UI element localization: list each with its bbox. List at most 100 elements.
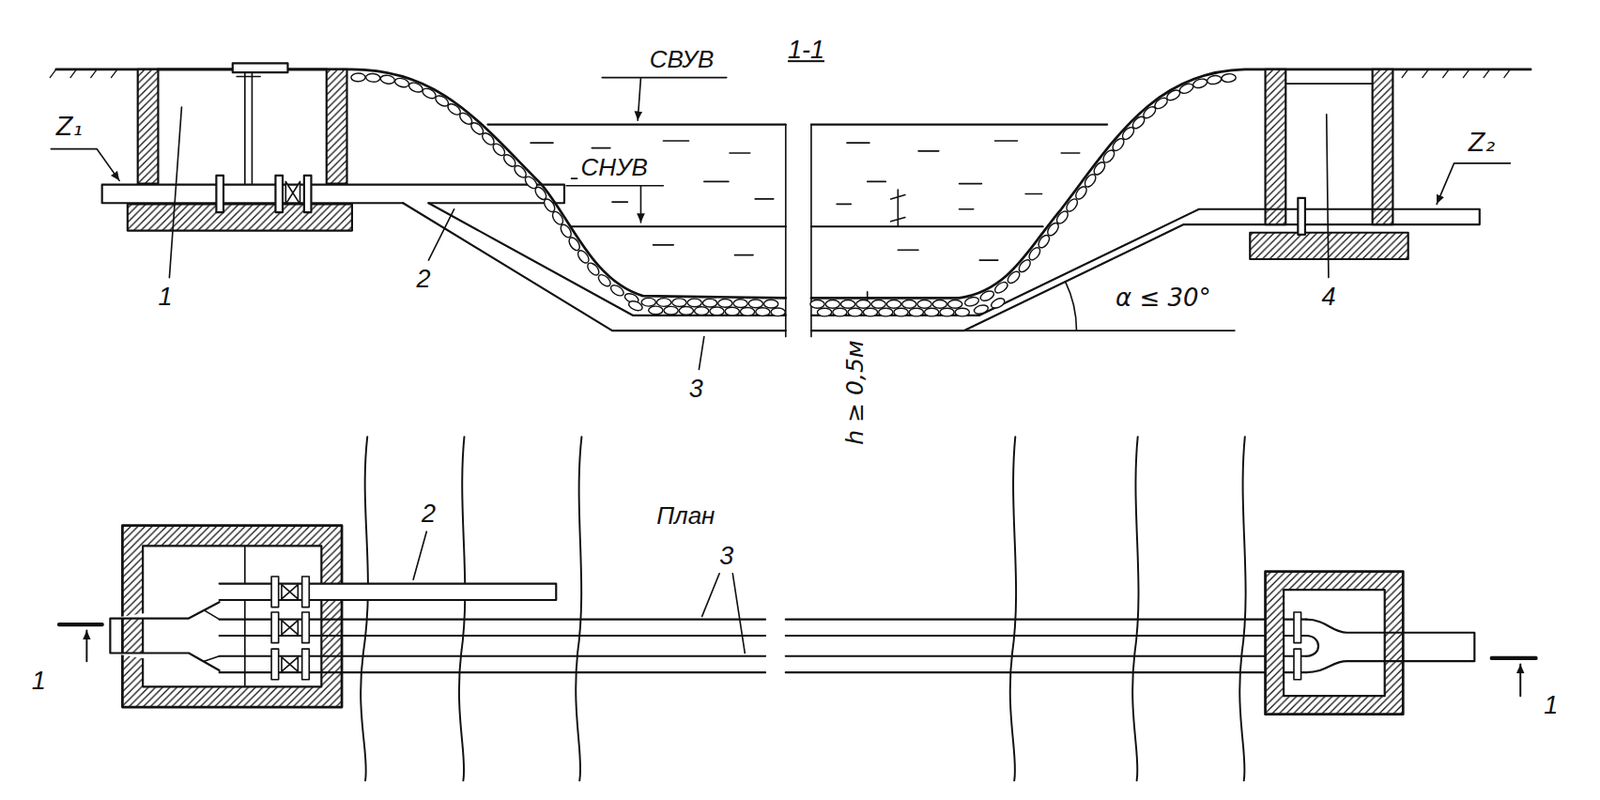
view-title: План <box>653 502 718 530</box>
stone <box>724 307 739 316</box>
stone <box>755 307 770 317</box>
stone <box>1016 258 1033 275</box>
callout-number: 2 <box>413 265 433 294</box>
water-level-label: СВУВ <box>646 46 718 74</box>
ground-line <box>811 69 1531 298</box>
stone <box>924 307 939 317</box>
stone <box>739 307 754 316</box>
stone <box>825 300 840 309</box>
pipe-2 <box>102 184 565 204</box>
stone <box>878 307 893 317</box>
chamber-slab <box>127 203 353 231</box>
stone <box>748 299 763 308</box>
stone <box>917 300 932 309</box>
water-level-label: СНУВ <box>577 153 651 182</box>
stone <box>816 307 831 317</box>
water-dashes <box>530 140 1080 261</box>
stone <box>948 300 963 309</box>
chamber-wall <box>1265 69 1287 225</box>
section-break <box>785 124 812 338</box>
stone <box>687 298 702 308</box>
section-title: 1-1 <box>784 36 828 65</box>
ground-line <box>56 69 786 298</box>
stone <box>954 307 970 317</box>
angle-arc <box>1065 281 1077 331</box>
stone <box>567 235 583 252</box>
stone <box>575 248 591 265</box>
stone <box>365 73 381 83</box>
stone <box>1221 73 1237 83</box>
manhole-cover <box>232 62 289 73</box>
elevation-label: Z₂ <box>1465 129 1498 157</box>
stone <box>832 307 847 317</box>
stone <box>1178 81 1195 95</box>
chamber-wall <box>1372 69 1394 225</box>
callout-number: 2 <box>418 500 439 529</box>
elevation-label: Z₁ <box>53 112 86 140</box>
stone <box>1005 269 1022 286</box>
stone <box>585 261 602 277</box>
stone <box>871 300 886 309</box>
river-lines <box>360 436 1246 781</box>
chamber-slab <box>1249 232 1408 260</box>
stone <box>656 298 671 308</box>
pipe-2-plan <box>219 584 557 600</box>
stone <box>641 297 656 307</box>
level-dimension <box>891 189 906 227</box>
stone <box>840 300 855 309</box>
chamber-wall <box>326 69 348 185</box>
stone <box>886 300 901 309</box>
chamber-wall <box>138 69 159 185</box>
stone <box>979 289 996 303</box>
stone <box>1192 76 1209 90</box>
stone <box>663 306 678 315</box>
stone <box>351 73 366 82</box>
stone <box>862 307 877 317</box>
angle-label: α ≤ 30° <box>1112 284 1215 312</box>
stone <box>609 283 626 299</box>
stone <box>908 307 924 317</box>
stone <box>893 307 908 317</box>
stone <box>810 300 825 309</box>
callout-number: 3 <box>686 375 707 404</box>
pipe-3 <box>402 202 786 331</box>
stone <box>932 300 947 309</box>
stone <box>550 209 566 227</box>
inlet-pipe <box>109 601 219 671</box>
stone <box>1206 74 1223 85</box>
riprap <box>351 73 1237 317</box>
callout-number: 1 <box>155 283 176 312</box>
angle-reference <box>964 329 1235 332</box>
depth-label: h ≥ 0,5м <box>842 338 869 448</box>
stone <box>856 300 871 309</box>
stone <box>648 306 663 315</box>
stone <box>558 222 573 240</box>
stone <box>939 307 954 317</box>
stone <box>1054 209 1070 226</box>
stone <box>718 298 733 308</box>
section-mark: 1 <box>29 667 49 696</box>
stone <box>989 296 1006 310</box>
low-water-line <box>571 225 1044 228</box>
pipe-3-plan <box>785 619 1299 674</box>
stone <box>770 307 785 317</box>
stone <box>694 307 709 316</box>
high-water-line <box>487 123 1108 125</box>
stone <box>847 307 862 317</box>
section-mark: 1 <box>1540 692 1561 721</box>
stone <box>993 279 1010 295</box>
stone <box>407 80 424 94</box>
stone <box>380 74 396 85</box>
stone <box>902 300 917 309</box>
stone <box>733 299 748 308</box>
chamber-plan <box>1265 571 1404 715</box>
stone <box>709 307 724 316</box>
stone <box>972 303 989 315</box>
stone <box>672 298 687 308</box>
stone <box>963 295 980 308</box>
stone <box>702 298 717 308</box>
stone <box>394 76 411 90</box>
stone <box>764 299 779 308</box>
callout-number: 3 <box>716 543 737 572</box>
